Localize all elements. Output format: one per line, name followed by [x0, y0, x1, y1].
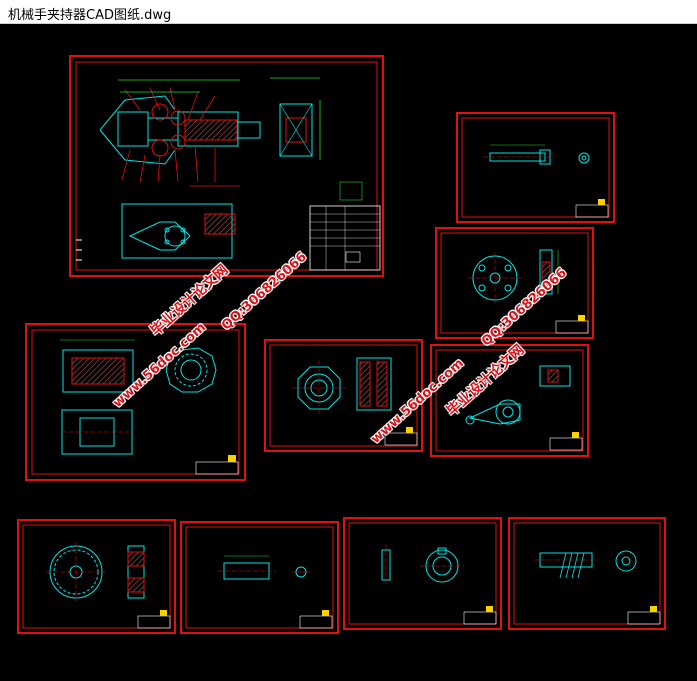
drawing-sheet-bushing[interactable]: [343, 517, 502, 630]
drawing-sheet-assembly[interactable]: [69, 55, 384, 277]
window-title-bar: 机械手夹持器CAD图纸.dwg: [0, 0, 697, 24]
cad-drawing-canvas[interactable]: 毕业设计论文网 QQ:306826066 www.56doc.com QQ:30…: [0, 24, 697, 681]
drawing-sheet-octagon[interactable]: [264, 339, 423, 452]
drawing-sheet-disc[interactable]: [435, 227, 594, 339]
drawing-sheet-spring-shaft[interactable]: [508, 517, 666, 630]
drawing-sheet-shaft[interactable]: [456, 112, 615, 223]
drawing-sheet-pin[interactable]: [180, 521, 339, 634]
drawing-sheet-housing[interactable]: [25, 323, 246, 481]
window-title: 机械手夹持器CAD图纸.dwg: [8, 8, 172, 23]
drawing-sheet-gear[interactable]: [17, 519, 176, 634]
drawing-sheet-link-arm[interactable]: [430, 344, 589, 457]
cad-drawing-svg: [17, 55, 666, 634]
